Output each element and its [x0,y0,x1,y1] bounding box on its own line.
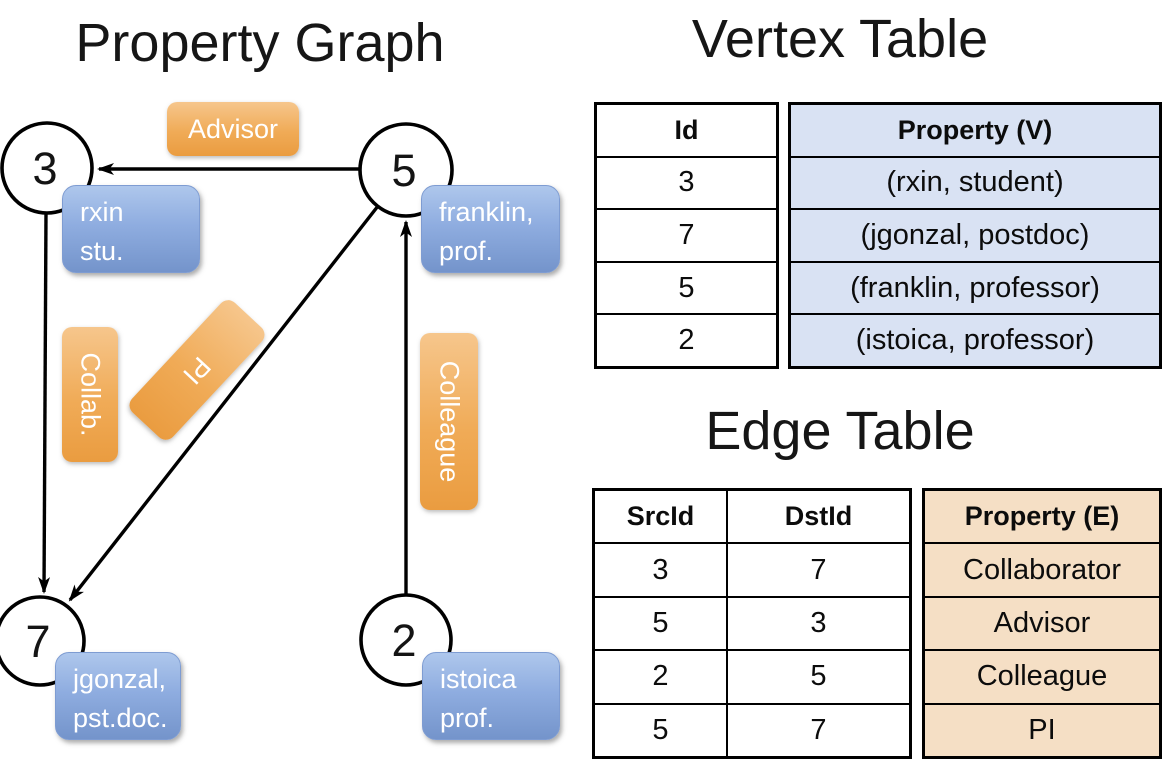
edge-table-title: Edge Table [705,401,975,461]
node-id-7: 7 [25,616,50,667]
edge-table-dst-cell: 7 [726,544,909,596]
edge-table-property-header: Property (E) [964,501,1120,532]
vertex-box-rxin: rxin stu. [62,185,200,273]
vertex-box-jgonzal-line1: jgonzal, [73,664,167,694]
edge-table-property-cell: Colleague [925,649,1159,702]
vertex-table-id-cell: 2 [597,313,776,366]
edge-table-src-cell: 5 [652,713,669,746]
edge-table-src-cell: 2 [652,660,669,693]
edge-table-row: 5 7 [595,702,909,757]
edge-table-property-cell: PI [925,702,1159,756]
edge-table-srcid-header: SrcId [626,501,695,532]
edge-label-colleague: Colleague [420,333,478,510]
edge-table-property-cell: Collaborator [925,542,1159,595]
edge-table-src-cell: 5 [652,607,669,640]
vertex-box-rxin-line2: stu. [80,236,124,266]
edge-5-to-7 [68,204,380,602]
vertex-table-id-cell: 3 [597,155,776,209]
vertex-table-property-cell: (jgonzal, postdoc) [791,208,1159,261]
vertex-table-id-header: Id [674,114,699,145]
vertex-table-title: Vertex Table [691,9,989,69]
edge-label-advisor: Advisor [167,102,299,156]
vertex-box-rxin-line1: rxin [80,197,124,227]
edge-table-row: 2 5 [595,649,909,703]
vertex-table-id-cell: 5 [597,260,776,314]
edge-label-collab-text: Collab. [75,352,106,437]
node-id-2: 2 [391,615,416,666]
vertex-table-property-cell: (istoica, professor) [791,313,1159,366]
vertex-table-id-cell: 7 [597,208,776,261]
edge-3-to-7 [38,211,51,594]
vertex-table-property-header: Property (V) [897,114,1053,145]
vertex-box-jgonzal-line2: pst.doc. [73,703,168,733]
edge-label-pi-text: PI [177,350,218,390]
edge-table-property-cell: Advisor [925,595,1159,649]
edge-table-dst-cell: 5 [726,651,909,703]
vertex-table-property-cell: (rxin, student) [791,155,1159,209]
edge-table-row: 5 3 [595,595,909,650]
node-id-3: 3 [32,143,57,194]
edge-label-collab: Collab. [62,327,118,462]
vertex-table-id-column: Id 3 7 5 2 [594,102,779,369]
edge-table-src-cell: 3 [652,553,669,586]
edge-table-dst-cell: 7 [726,704,909,757]
edge-table-row: 3 7 [595,542,909,596]
edge-table-property-column: Property (E) Collaborator Advisor Collea… [922,488,1162,759]
edge-table-id-columns: SrcId DstId 3 7 5 3 2 5 5 7 [592,488,912,759]
edge-table-header-row: SrcId DstId [595,491,909,543]
vertex-table-property-cell: (franklin, professor) [791,260,1159,314]
vertex-box-franklin-line1: franklin, [439,197,534,227]
edge-label-colleague-text: Colleague [434,360,465,483]
vertex-box-istoica-line2: prof. [440,703,495,733]
edge-table-dst-cell: 3 [726,597,909,650]
vertex-box-istoica: istoica prof. [422,652,560,740]
vertex-box-jgonzal: jgonzal, pst.doc. [55,652,181,740]
property-graph-title: Property Graph [75,13,445,73]
vertex-box-istoica-line1: istoica [440,664,517,694]
edge-table-dstid-header: DstId [726,491,909,543]
vertex-table-property-column: Property (V) (rxin, student) (jgonzal, p… [788,102,1162,369]
edge-label-advisor-text: Advisor [187,113,279,144]
node-id-5: 5 [391,145,416,196]
vertex-box-franklin: franklin, prof. [421,185,560,273]
vertex-box-franklin-line2: prof. [439,236,494,266]
